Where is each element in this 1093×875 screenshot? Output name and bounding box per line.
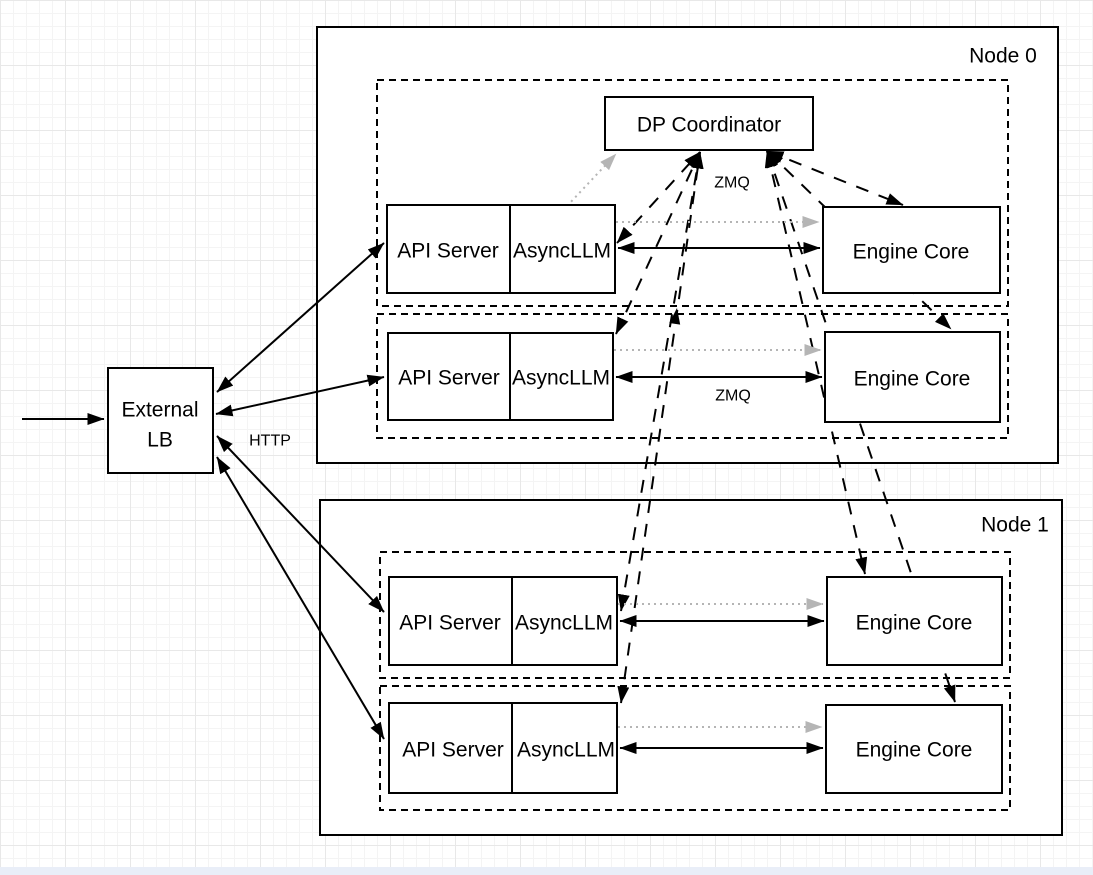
dp-coordinator-label: DP Coordinator (637, 114, 781, 137)
apiserver-asyncllm-box-n0r2 (387, 332, 614, 421)
asyncllm-label-n0r2: AsyncLLM (512, 367, 610, 390)
external-lb-label-line2: LB (147, 429, 173, 452)
apiserver-label-n0r2: API Server (398, 367, 500, 390)
viewport-bottom-edge (0, 867, 1093, 875)
asyncllm-label-n1r1: AsyncLLM (515, 612, 613, 635)
apiserver-asyncllm-box-n0r1 (386, 204, 616, 294)
zmq-coordinator-edge-label: ZMQ (714, 175, 750, 192)
apiserver-label-n1r1: API Server (399, 612, 501, 635)
edge-http-lb-apiserver-n0r2 (215, 374, 385, 417)
apiserver-asyncllm-box-n1r1 (388, 576, 618, 666)
external-lb-label-line1: External (121, 399, 198, 422)
external-lb-box (107, 367, 214, 474)
apiserver-label-n1r2: API Server (402, 739, 504, 762)
edge-http-lb-apiserver-n1r2 (216, 456, 385, 740)
enginecore-box-n1r2 (825, 704, 1003, 794)
apiserver-label-n0r1: API Server (397, 240, 499, 263)
enginecore-label-n0r1: Engine Core (853, 241, 970, 264)
asyncllm-label-n1r2: AsyncLLM (517, 739, 615, 762)
edge-http-lb-apiserver-n0r1 (216, 242, 385, 393)
enginecore-label-n1r1: Engine Core (856, 612, 973, 635)
zmq-row2-edge-label: ZMQ (715, 388, 751, 405)
node0-replica1-group (376, 79, 1009, 307)
asyncllm-label-n0r1: AsyncLLM (513, 240, 611, 263)
enginecore-box-n0r1 (822, 206, 1001, 294)
enginecore-label-n0r2: Engine Core (854, 368, 971, 391)
node0-title: Node 0 (969, 45, 1037, 68)
enginecore-label-n1r2: Engine Core (856, 739, 973, 762)
http-edge-label: HTTP (249, 433, 291, 450)
apiserver-asyncllm-box-n1r2 (388, 702, 618, 794)
enginecore-box-n1r1 (826, 576, 1003, 666)
enginecore-box-n0r2 (824, 331, 1001, 423)
node1-title: Node 1 (981, 514, 1049, 537)
dp-coordinator-box (604, 96, 814, 151)
mid-path-arrowhead (669, 308, 681, 325)
